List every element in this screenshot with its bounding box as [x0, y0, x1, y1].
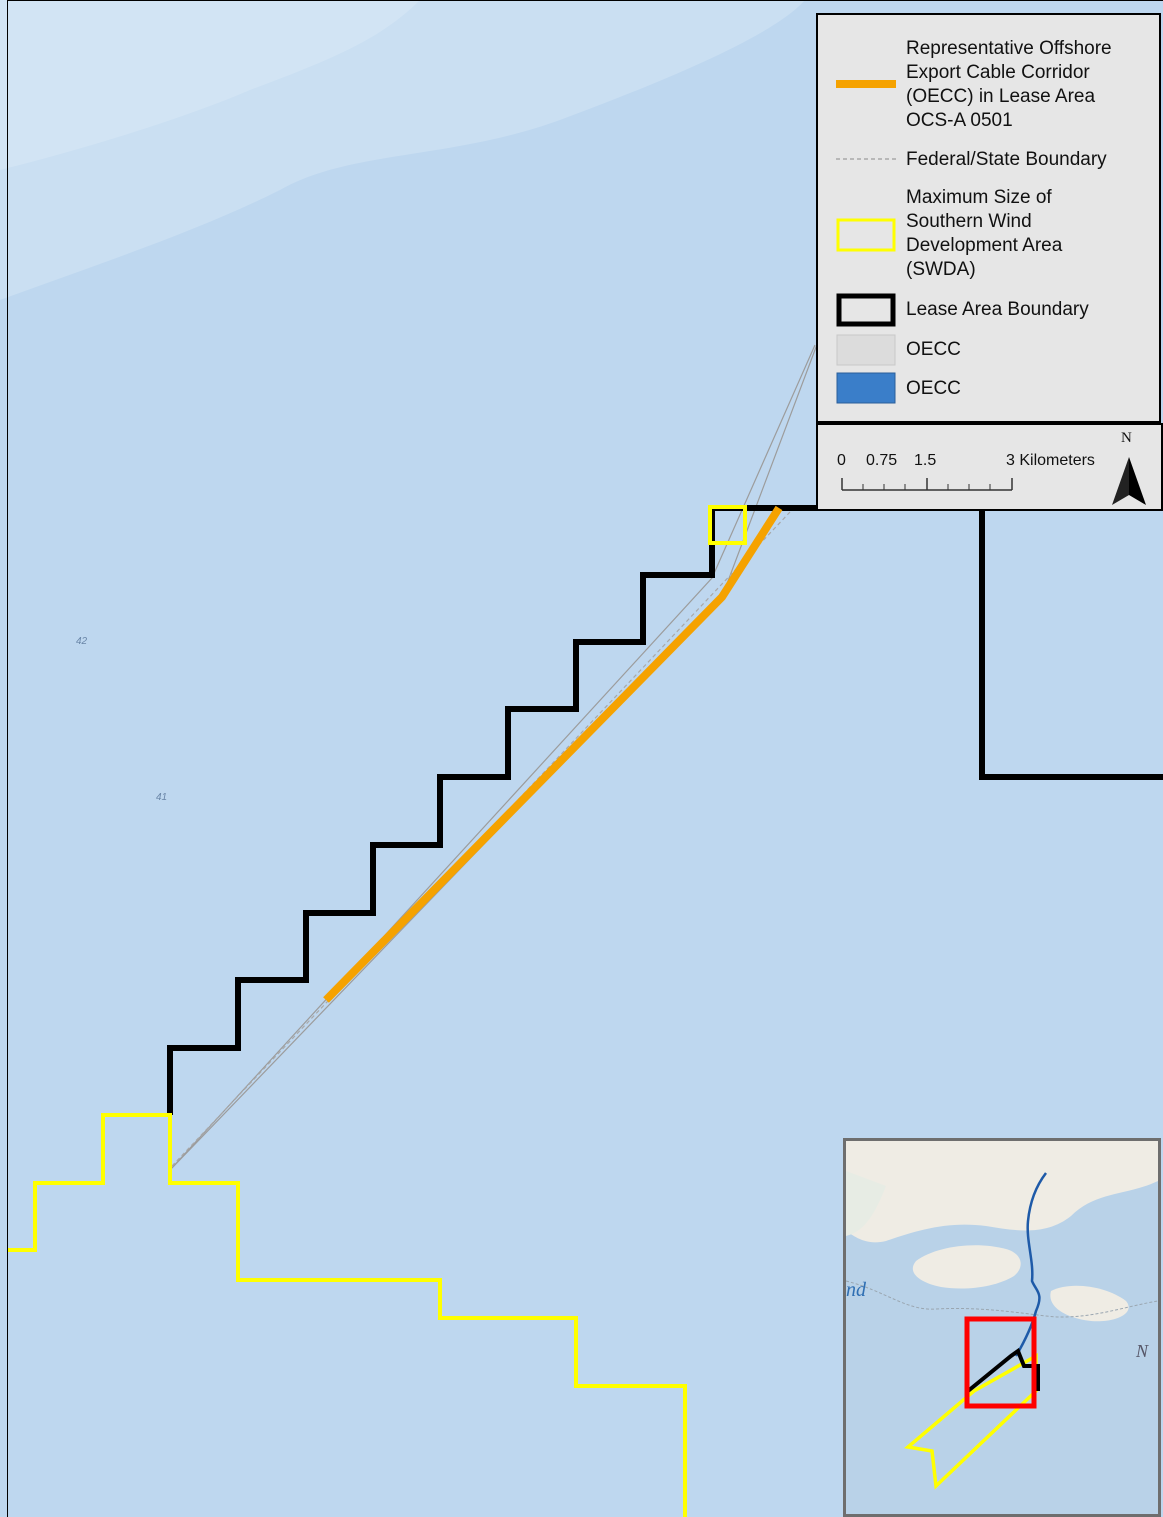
inset-land-west: [846, 1171, 886, 1236]
swda-boundary-west: [8, 1113, 687, 1517]
depth-label: 41: [156, 792, 168, 803]
inset-place-label: nd: [846, 1279, 866, 1301]
depth-label: 42: [76, 636, 88, 647]
inset-map-canvas: [846, 1141, 1158, 1514]
legend-label: OECC: [906, 339, 961, 360]
swda-boundary-north: [708, 505, 747, 545]
legend-label: Representative Offshore Export Cable Cor…: [906, 38, 1112, 131]
dashed-line-icon: [836, 158, 896, 160]
lease-area-boundary-steps: [167, 505, 816, 1115]
lease-area-boundary-east: [979, 511, 1163, 780]
scale-tick-label: 0.75: [866, 452, 898, 469]
blue-box-icon: [836, 372, 896, 404]
north-arrow-icon: [1112, 457, 1146, 505]
map-frame-left: [7, 0, 8, 1517]
scale-bar-box: 0 0.75 1.5 3 Kilometers N: [816, 423, 1163, 511]
gray-box-icon: [836, 334, 896, 366]
legend-label: Lease Area Boundary: [906, 299, 1089, 320]
inset-place-label: N: [1136, 1341, 1149, 1361]
inset-extent-frame: [964, 1316, 1037, 1409]
inset-lease-boundary: [966, 1347, 1040, 1393]
inset-federal-state-line: [846, 1280, 1158, 1318]
legend-label: Federal/State Boundary: [906, 149, 1107, 170]
scale-tick-label: 3 Kilometers: [1006, 452, 1095, 469]
yellow-box-icon: [836, 218, 896, 252]
map-frame-top: [7, 0, 1163, 1]
legend-label: OECC: [906, 378, 961, 399]
inset-land-island-east: [1050, 1285, 1129, 1322]
scale-bar: [841, 478, 1013, 491]
representative-oecc-cable: [323, 505, 783, 1003]
legend-label: Maximum Size of Southern Wind Developmen…: [906, 187, 1063, 280]
scale-tick-label: 1.5: [914, 452, 937, 469]
inset-land-island: [912, 1245, 1021, 1289]
inset-land-cape: [846, 1141, 1158, 1243]
shallow-water-edge: [0, 0, 420, 170]
inset-locator-map: nd N: [843, 1138, 1161, 1517]
north-label: N: [1121, 430, 1132, 446]
scale-tick-label: 0: [837, 452, 846, 469]
map-legend: Representative Offshore Export Cable Cor…: [816, 13, 1161, 423]
orange-line-icon: [836, 80, 896, 88]
black-box-icon: [836, 293, 896, 327]
